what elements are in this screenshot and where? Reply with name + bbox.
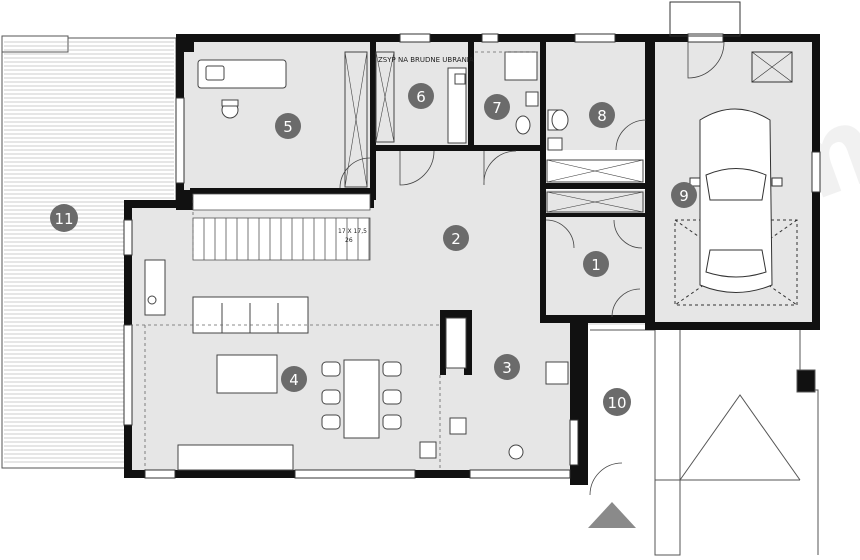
dashed-lines — [130, 51, 540, 470]
living-furniture — [144, 259, 569, 471]
room-number: 4 — [289, 371, 299, 389]
room-number: 1 — [591, 256, 601, 274]
office-furniture — [197, 51, 368, 188]
room-number: 7 — [492, 99, 502, 117]
car-icon — [674, 51, 798, 306]
room-badge-circle — [50, 204, 78, 232]
room-badge-11: 11 — [50, 204, 78, 232]
room-badge-circle — [408, 83, 434, 109]
driveway — [590, 325, 819, 556]
room-number: 5 — [283, 118, 293, 136]
room-badge-circle — [484, 94, 510, 120]
room-badge-circle — [443, 225, 469, 251]
room-badge-8: 8 — [589, 102, 615, 128]
room-badge-circle — [589, 102, 615, 128]
room-badge-circle — [603, 388, 631, 416]
room-badge-9: 9 — [671, 182, 697, 208]
laundry-chute-label: ZSYP NA BRUDNE UBRANIA — [378, 56, 474, 64]
entrance-marker — [588, 502, 636, 528]
room-number: 2 — [451, 230, 461, 248]
doors — [339, 41, 725, 496]
room-number: 8 — [597, 107, 607, 125]
room-badge-7: 7 — [484, 94, 510, 120]
room-badge-10: 10 — [603, 388, 631, 416]
room-badge-circle — [275, 113, 301, 139]
room-badge-6: 6 — [408, 83, 434, 109]
room-badge-circle — [583, 251, 609, 277]
bathroom-fixtures — [375, 51, 644, 213]
room-badge-2: 2 — [443, 225, 469, 251]
room-badge-circle — [671, 182, 697, 208]
stairs — [192, 193, 371, 261]
room-badge-1: 1 — [583, 251, 609, 277]
room-badge-4: 4 — [281, 366, 307, 392]
room-number: 6 — [416, 88, 426, 106]
room-badges: 1 2 3 4 5 6 7 8 9 10 11 — [50, 83, 697, 416]
stair-count-label: 26 — [345, 237, 353, 244]
room-number: 9 — [679, 187, 689, 205]
room-badge-3: 3 — [494, 354, 520, 380]
room-badge-circle — [494, 354, 520, 380]
room-badge-5: 5 — [275, 113, 301, 139]
room-number: 10 — [607, 394, 626, 412]
room-number: 11 — [54, 210, 73, 228]
room-number: 3 — [502, 359, 512, 377]
windows — [123, 1, 821, 479]
stair-spec-label: 17 X 17,5 — [338, 228, 367, 235]
room-badge-circle — [281, 366, 307, 392]
